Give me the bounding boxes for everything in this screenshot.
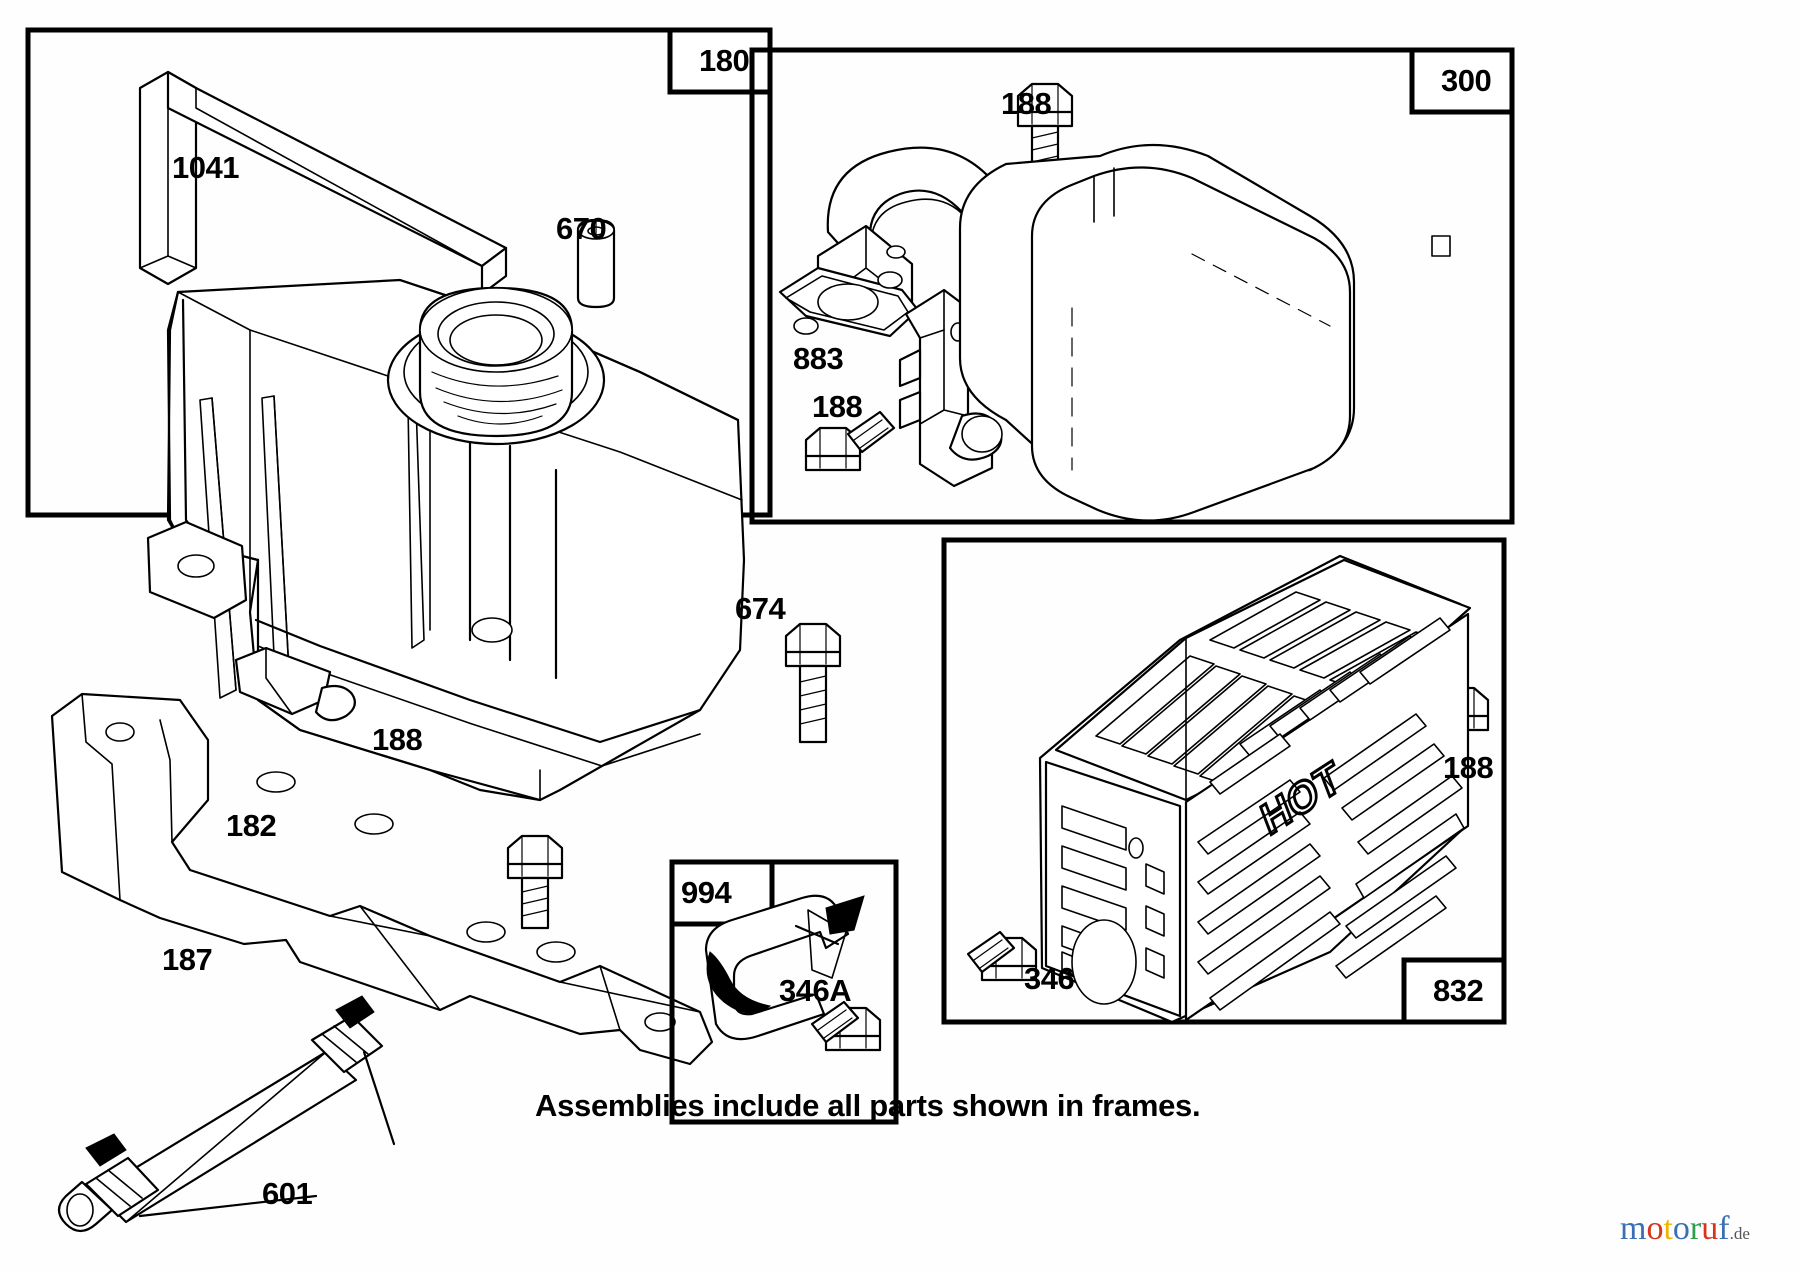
frame-832-tag: 832 — [1433, 973, 1484, 1008]
part-674-bolt — [784, 622, 842, 744]
logo-letter-t: t — [1663, 1210, 1673, 1247]
part-188-bolt-muffler-bottom — [804, 410, 896, 472]
part-832-heat-shield: HOT — [1038, 554, 1472, 1024]
part-346A-bolt — [810, 1000, 882, 1052]
fuel-tank-filler-neck — [386, 286, 606, 446]
part-label-182: 182 — [226, 808, 277, 843]
part-label-188-bracket: 188 — [372, 722, 423, 757]
motoruf-watermark: motoruf.de — [1620, 1212, 1750, 1246]
part-label-883: 883 — [793, 341, 844, 376]
logo-letter-u: u — [1701, 1210, 1719, 1247]
part-188-bolt-muffler-top — [1016, 82, 1074, 176]
part-994-spark-plug-wrench — [704, 894, 865, 1041]
logo-suffix: .de — [1729, 1224, 1750, 1243]
part-670-bushing — [576, 218, 616, 309]
part-label-187: 187 — [162, 942, 213, 977]
part-label-188-muffler-bottom: 188 — [812, 389, 863, 424]
frame-994-tag: 994 — [681, 875, 732, 910]
part-883-gasket — [778, 266, 920, 338]
part-label-670: 670 — [556, 211, 607, 246]
part-label-674: 674 — [735, 591, 786, 626]
logo-letter-f: f — [1718, 1210, 1730, 1247]
frame-180-box — [25, 27, 773, 518]
logo-letter-m: m — [1620, 1210, 1647, 1247]
part-180-fuel-tank — [146, 278, 746, 802]
frame-300-tag: 300 — [1441, 63, 1492, 98]
heat-shield-chevron-fins — [1197, 617, 1465, 1011]
part-187-fuel-hose — [57, 995, 396, 1233]
part-300-muffler-body — [958, 143, 1451, 522]
diagram-caption: Assemblies include all parts shown in fr… — [535, 1088, 1201, 1123]
part-label-188-shield-right: 188 — [1443, 750, 1494, 785]
part-346-bolt — [966, 930, 1038, 982]
part-label-601: 601 — [262, 1176, 313, 1211]
part-182-bracket — [50, 692, 714, 1066]
logo-letter-r: r — [1689, 1210, 1702, 1247]
part-label-1041: 1041 — [172, 150, 239, 185]
muffler-mounting-bracket — [898, 288, 1003, 488]
part-label-188-muffler-top: 188 — [1001, 86, 1052, 121]
frame-180-tag: 180 — [699, 43, 750, 78]
heat-shield-left-panel-detail — [1061, 805, 1165, 1005]
frame-832-box — [941, 537, 1507, 1025]
logo-letter-o2: o — [1672, 1210, 1690, 1247]
logo-letter-o1: o — [1646, 1210, 1664, 1247]
frame-300-box — [749, 47, 1515, 525]
part-1041-strap — [138, 70, 508, 296]
part-label-346: 346 — [1024, 961, 1075, 996]
part-188-bolt-bracket — [506, 834, 564, 930]
part-label-346A: 346A — [779, 973, 852, 1008]
